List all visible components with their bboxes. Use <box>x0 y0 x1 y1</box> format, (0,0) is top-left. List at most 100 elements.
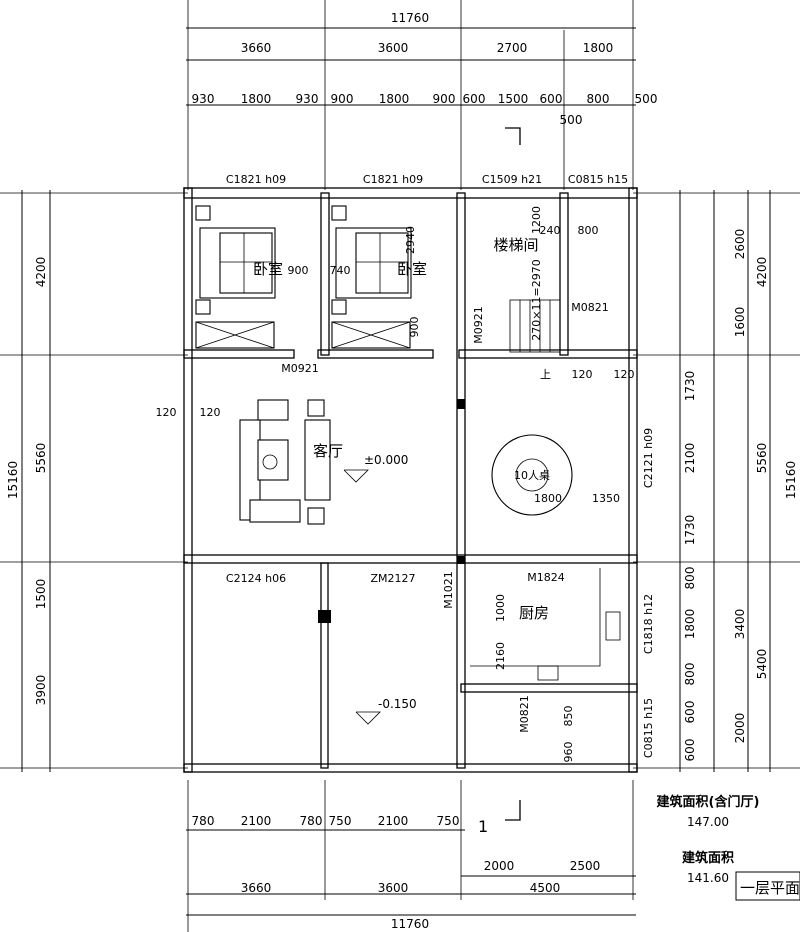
window-label-3: C0815 h15 <box>568 173 628 186</box>
dim-bot-r1-0: 780 <box>192 814 215 828</box>
wardrobes <box>195 321 411 349</box>
walls <box>183 187 638 773</box>
dim-top-r2-7: 1500 <box>498 92 529 106</box>
inner-dim-10: 120 <box>156 406 177 419</box>
dim-right-1: 5560 <box>755 443 769 474</box>
dim-top-extra: 500 <box>560 113 583 127</box>
elevation-porch: -0.150 <box>378 697 417 711</box>
table-label: 10人桌 <box>514 469 550 482</box>
inner-dim-9: 120 <box>614 368 635 381</box>
dim-bot-total: 11760 <box>391 917 429 931</box>
dim-left-0: 4200 <box>34 257 48 288</box>
window-label-0: C1821 h09 <box>226 173 286 186</box>
dim-right-total: 15160 <box>784 461 798 499</box>
stairs-up-label: 上 <box>540 368 551 381</box>
dim-ri-1: 1600 <box>733 307 747 338</box>
dim-top-total: 11760 <box>391 11 429 25</box>
area-label-1: 建筑面积(含门厅) <box>657 794 760 810</box>
dim-ri-8: 600 <box>683 701 697 724</box>
inner-dim-14: 1000 <box>494 594 507 622</box>
area-label-2: 建筑面积 <box>682 850 734 866</box>
window-label-6: C1818 h12 <box>642 594 655 654</box>
inner-dim-4: 240 <box>540 224 561 237</box>
inner-dim-13: 1350 <box>592 492 620 505</box>
door-label-0: M0921 <box>281 362 319 375</box>
dim-right-2: 5400 <box>755 649 769 680</box>
plan-title: 一层平面 <box>740 879 800 897</box>
dim-top-r1-1: 3600 <box>378 41 409 55</box>
inner-dim-17: 960 <box>562 742 575 763</box>
dim-ri-6: 1800 <box>683 609 697 640</box>
dim-ri-3: 2100 <box>683 443 697 474</box>
window-label-2: C1509 h21 <box>482 173 542 186</box>
dim-top-r2-4: 1800 <box>379 92 410 106</box>
dim-top-r2-6: 600 <box>463 92 486 106</box>
dim-bot-r2-1: 2500 <box>570 859 601 873</box>
dim-left-3: 3900 <box>34 675 48 706</box>
window-label-5: C2121 h09 <box>642 428 655 488</box>
dim-bot-r1-3: 750 <box>329 814 352 828</box>
inner-dim-12: 1800 <box>534 492 562 505</box>
inner-dim-11: 120 <box>200 406 221 419</box>
inner-dim-7: 270×11=2970 <box>530 259 543 340</box>
dim-top-r2-1: 1800 <box>241 92 272 106</box>
dim-left-total: 15160 <box>6 461 20 499</box>
inner-dim-0: 900 <box>288 264 309 277</box>
inner-dim-6: 1200 <box>530 206 543 234</box>
dim-right-0: 4200 <box>755 257 769 288</box>
window-label-1: C1821 h09 <box>363 173 423 186</box>
dim-ri-7: 800 <box>683 663 697 686</box>
area-value-2: 141.60 <box>687 871 729 885</box>
section-marks <box>505 127 521 821</box>
room-bedroom-left: 卧室 <box>253 260 283 278</box>
dim-bot-r1-1: 2100 <box>241 814 272 828</box>
room-kitchen: 厨房 <box>519 604 549 622</box>
door-label-2: M0821 <box>571 301 609 314</box>
sofa-set <box>239 399 331 525</box>
bed-right <box>331 205 412 315</box>
area-value-1: 147.00 <box>687 815 729 829</box>
dim-ri-5: 800 <box>683 567 697 590</box>
inner-dim-3: 900 <box>408 317 421 338</box>
dim-top-r1-3: 1800 <box>583 41 614 55</box>
dim-bot-r3-0: 3660 <box>241 881 272 895</box>
door-label-5: M1824 <box>527 571 565 584</box>
elevation-marks: ±0.000 -0.150 上 10人桌 1 <box>343 368 551 836</box>
inner-dim-15: 2160 <box>494 642 507 670</box>
inner-dim-5: 800 <box>578 224 599 237</box>
dim-bot-r1-4: 2100 <box>378 814 409 828</box>
dim-ri-2: 1730 <box>683 371 697 402</box>
room-bedroom-right: 卧室 <box>397 260 427 278</box>
dim-top-r2-5: 900 <box>433 92 456 106</box>
inner-dim-1: 2940 <box>404 226 417 254</box>
inner-dim-16: 850 <box>562 706 575 727</box>
staircase <box>509 299 561 353</box>
dim-bot-r3-1: 3600 <box>378 881 409 895</box>
door-label-6: M0821 <box>518 695 531 733</box>
side-dimension-lines <box>21 190 771 772</box>
dim-ri-9: 600 <box>683 739 697 762</box>
dim-bot-r1-5: 750 <box>437 814 460 828</box>
dim-top-r2-10: 500 <box>635 92 658 106</box>
dim-top-r2-8: 600 <box>540 92 563 106</box>
dim-top-r2-2: 930 <box>296 92 319 106</box>
dim-ri2-0: 3400 <box>733 609 747 640</box>
bed-left <box>195 205 276 315</box>
dim-ri2-1: 2000 <box>733 713 747 744</box>
inner-dim-2: 740 <box>330 264 351 277</box>
dim-ri-0: 2600 <box>733 229 747 260</box>
dining-table <box>491 434 573 516</box>
section-mark: 1 <box>478 817 488 836</box>
inner-dim-8: 120 <box>572 368 593 381</box>
dim-top-r2-3: 900 <box>331 92 354 106</box>
room-names: 卧室 卧室 楼梯间 客厅 厨房 <box>253 236 549 622</box>
room-stairwell: 楼梯间 <box>493 236 538 254</box>
door-label-4: M1021 <box>442 571 455 609</box>
elevation-floor: ±0.000 <box>364 453 408 467</box>
dimension-texts: 11760 3660 3600 2700 1800 930 1800 930 9… <box>6 11 798 931</box>
dim-ri-4: 1730 <box>683 515 697 546</box>
area-notes: 建筑面积(含门厅) 147.00 建筑面积 141.60 一层平面 <box>657 794 800 901</box>
dim-bot-r1-2: 780 <box>300 814 323 828</box>
